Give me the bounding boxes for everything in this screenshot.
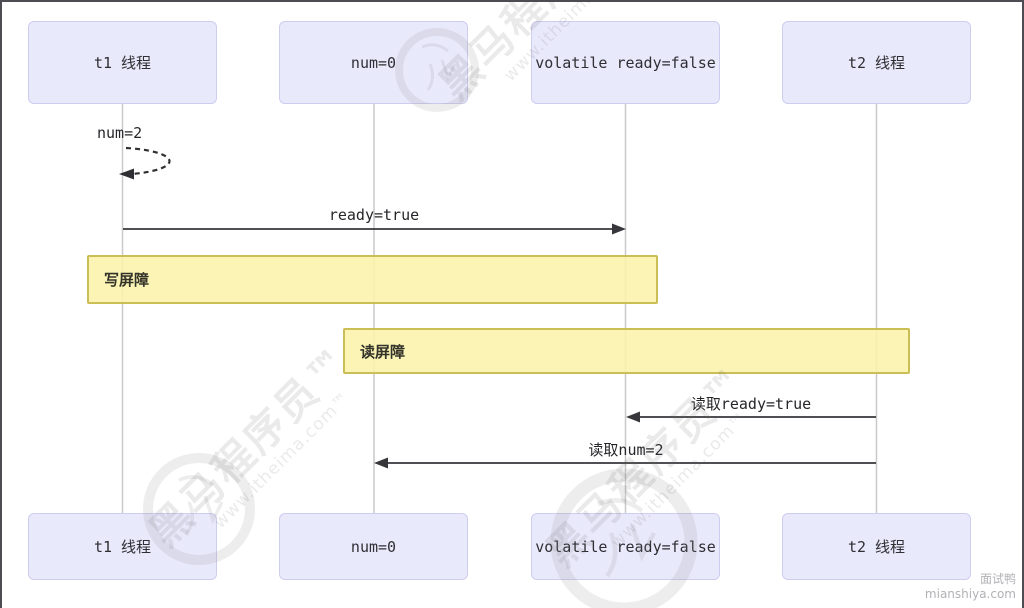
actor-t1-top: t1 线程: [28, 21, 217, 104]
site-credit-url: mianshiya.com: [924, 587, 1016, 601]
actor-t1-bottom: t1 线程: [28, 513, 217, 580]
arrowhead-read-num: [374, 457, 388, 469]
actor-volatile-top: volatile ready=false: [531, 21, 720, 104]
self-loop-arrowhead: [119, 168, 134, 180]
message-label-read-ready: 读取ready=true: [690, 395, 812, 413]
self-loop-num2: [119, 146, 171, 180]
arrowhead-ready-true: [612, 223, 626, 235]
actor-num-top: num=0: [279, 21, 468, 104]
message-arrows: [123, 223, 876, 469]
actor-num-bottom: num=0: [279, 513, 468, 580]
message-label-read-num: 读取num=2: [588, 441, 664, 459]
read-barrier-box: 读屏障: [343, 328, 910, 374]
actor-t2-top: t2 线程: [782, 21, 971, 104]
actor-volatile-bottom: volatile ready=false: [531, 513, 720, 580]
message-label-ready-true: ready=true: [328, 206, 420, 224]
site-credit: 面试鸭 mianshiya.com: [925, 572, 1016, 602]
site-credit-name: 面试鸭: [979, 572, 1016, 586]
write-barrier-box: 写屏障: [87, 255, 658, 304]
actor-t2-bottom: t2 线程: [782, 513, 971, 580]
lifelines: [121, 104, 878, 513]
self-message-label: num=2: [97, 124, 143, 142]
arrowhead-read-ready: [626, 411, 640, 423]
